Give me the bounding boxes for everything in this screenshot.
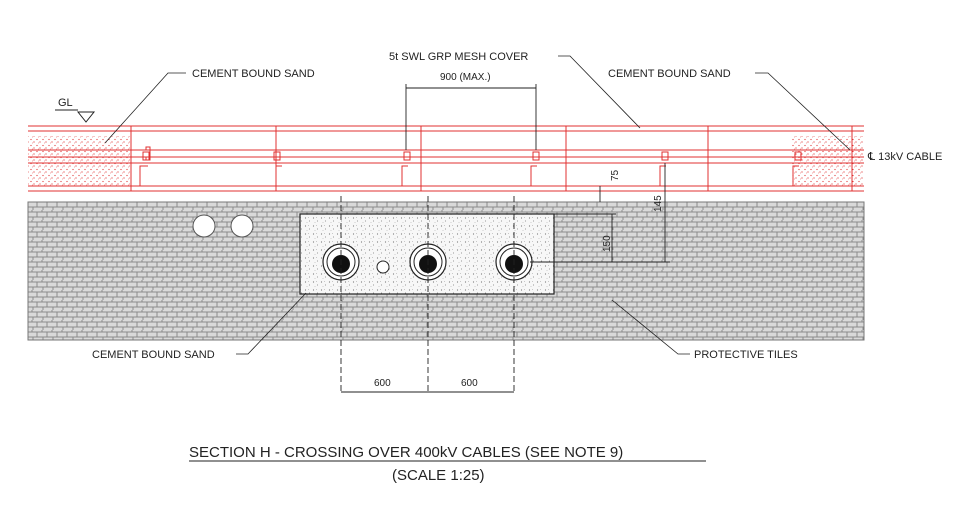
leader-lines: [104, 55, 851, 355]
section-title: SECTION H - CROSSING OVER 400kV CABLES (…: [189, 444, 623, 461]
dimension-75: 75: [610, 169, 621, 181]
small-duct: [376, 260, 390, 274]
empty-ducts: [192, 214, 254, 238]
dimension-600-left: 600: [374, 378, 391, 389]
dimension-lines: [340, 84, 670, 393]
dimension-600-right: 600: [461, 378, 478, 389]
dimension-145: 145: [653, 195, 664, 212]
dimension-150: 150: [602, 235, 613, 252]
empty-duct-1: [192, 214, 216, 238]
cable-13kv-label: ℄ 13kV CABLE: [867, 151, 942, 163]
mesh-span-dimension: 900 (MAX.): [440, 72, 491, 83]
gl-label: GL: [58, 97, 73, 109]
cement-bound-sand-label-bottom: CEMENT BOUND SAND: [92, 349, 215, 361]
cables-400kv: [322, 243, 533, 281]
mesh-cover-label: 5t SWL GRP MESH COVER: [389, 51, 528, 63]
empty-duct-2: [230, 214, 254, 238]
protective-tiles-label: PROTECTIVE TILES: [694, 349, 798, 361]
drawing-title: SECTION H - CROSSING OVER 400kV CABLES (…: [189, 444, 706, 484]
scale-label: (SCALE 1:25): [392, 467, 485, 484]
cement-bound-sand-label-top-right: CEMENT BOUND SAND: [608, 68, 731, 80]
cement-bound-sand-label-top-left: CEMENT BOUND SAND: [192, 68, 315, 80]
ground-level-marker: GL: [55, 97, 96, 123]
crossing-structure: [28, 125, 864, 192]
cable-hangers: [139, 146, 802, 186]
